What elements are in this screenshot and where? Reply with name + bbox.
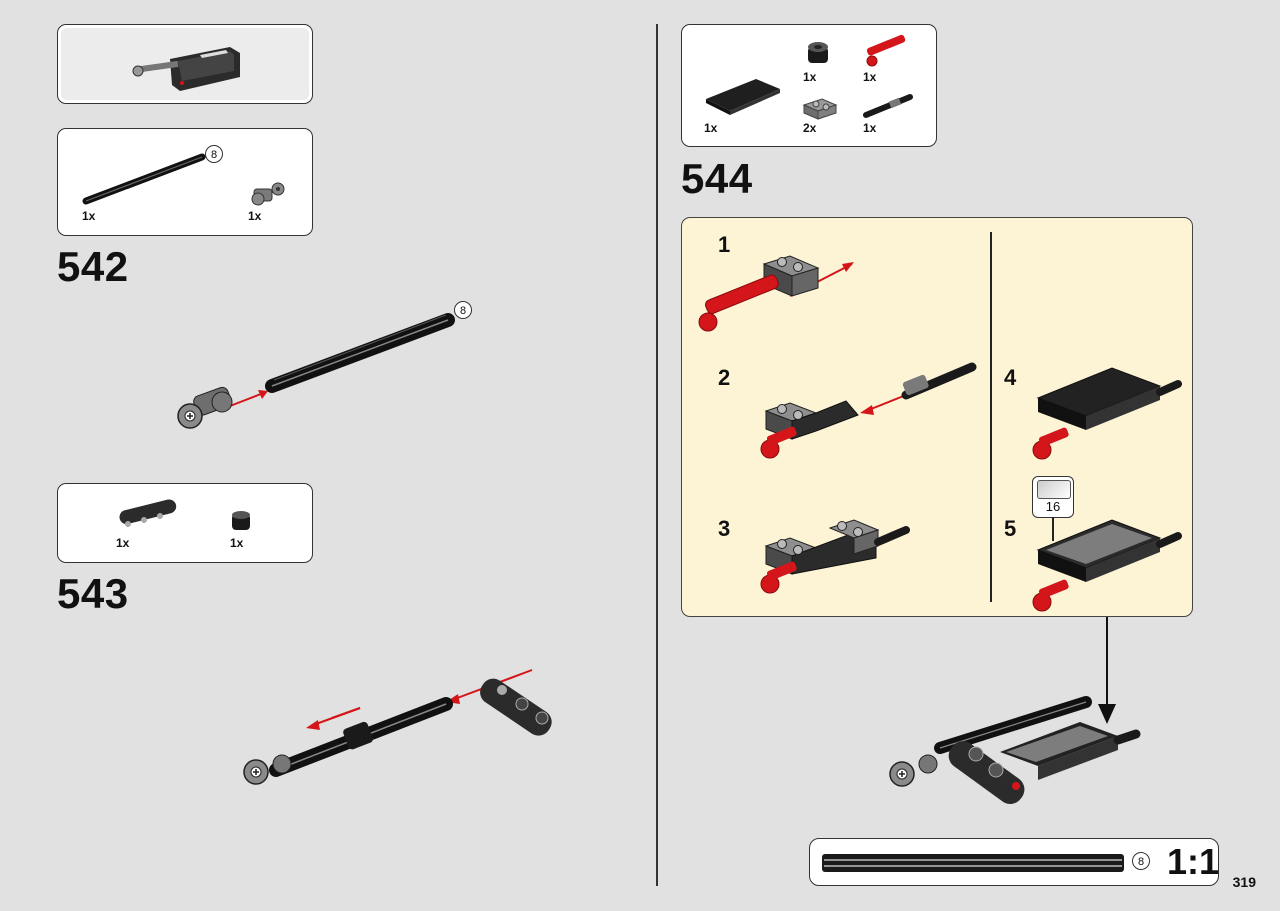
qty-label: 1x [248,209,262,223]
result-arrow-line [1106,617,1108,709]
result-arrow-head [1098,704,1116,724]
connector-illustration [177,386,233,429]
substep-4-illustration [1032,367,1182,460]
substep-5-illustration [1032,519,1182,612]
qty-label: 1x [230,536,244,550]
qty-label: 1x [704,121,718,135]
substep-number: 5 [1004,516,1017,541]
beam-icon [119,499,177,527]
step-number-542: 542 [57,243,129,290]
step-number-543: 543 [57,570,129,617]
substep-2-illustration [760,362,977,459]
connector-icon [251,182,285,206]
substep-number: 4 [1004,365,1017,390]
substep-number: 2 [718,365,731,390]
ruler-axle-icon [822,854,1124,872]
context-model-icon [132,47,240,91]
substep-3-illustration [760,519,910,594]
parts-box-542: 8 1x 1x [57,128,313,236]
parts-box-544: 1x 1x 1x 2x 1x [681,24,937,147]
step-543-assembly-illustration [243,669,552,785]
scale-ruler: 8 1:1 [809,838,1219,886]
parts-box-543: 1x 1x [57,483,313,563]
axle-with-bush-illustration [269,697,453,777]
page-number: 319 [1232,874,1256,890]
beam-illustration [480,678,552,736]
bush-icon [808,42,828,63]
sticker-icon [1037,480,1071,499]
substep-number: 3 [718,516,731,541]
plate-icon [802,98,838,120]
red-pin-icon [866,34,906,67]
qty-label: 1x [803,70,817,84]
black-axle-icon [863,94,913,118]
substep-number: 1 [718,232,731,257]
step-542-length-callout: 8 [454,301,472,319]
sticker-callout: 16 [1032,476,1074,518]
qty-label: 1x [863,121,877,135]
qty-label: 1x [116,536,130,550]
ruler-scale-label: 1:1 [1167,841,1220,882]
sticker-number: 16 [1045,499,1061,514]
step-542-assembly-illustration [177,313,455,429]
context-view-box [57,24,313,104]
axle-length-callout: 8 [205,145,223,163]
substep-1-illustration [698,255,854,332]
axle-icon [82,153,206,205]
substep-panel: 1 2 3 4 5 [681,217,1193,617]
ruler-length-callout: 8 [1132,852,1150,870]
bush-icon [232,511,250,530]
page-divider [656,24,658,886]
step-544-assembly-illustration [889,696,1141,805]
sticker-leader-line [1052,517,1054,541]
tile-icon [706,79,780,115]
qty-label: 1x [82,209,96,223]
substep-divider [990,232,992,602]
long-axle-illustration [265,313,455,393]
qty-label: 2x [803,121,817,135]
connector-illustration [243,754,292,785]
step-number-544: 544 [681,155,753,202]
qty-label: 1x [863,70,877,84]
